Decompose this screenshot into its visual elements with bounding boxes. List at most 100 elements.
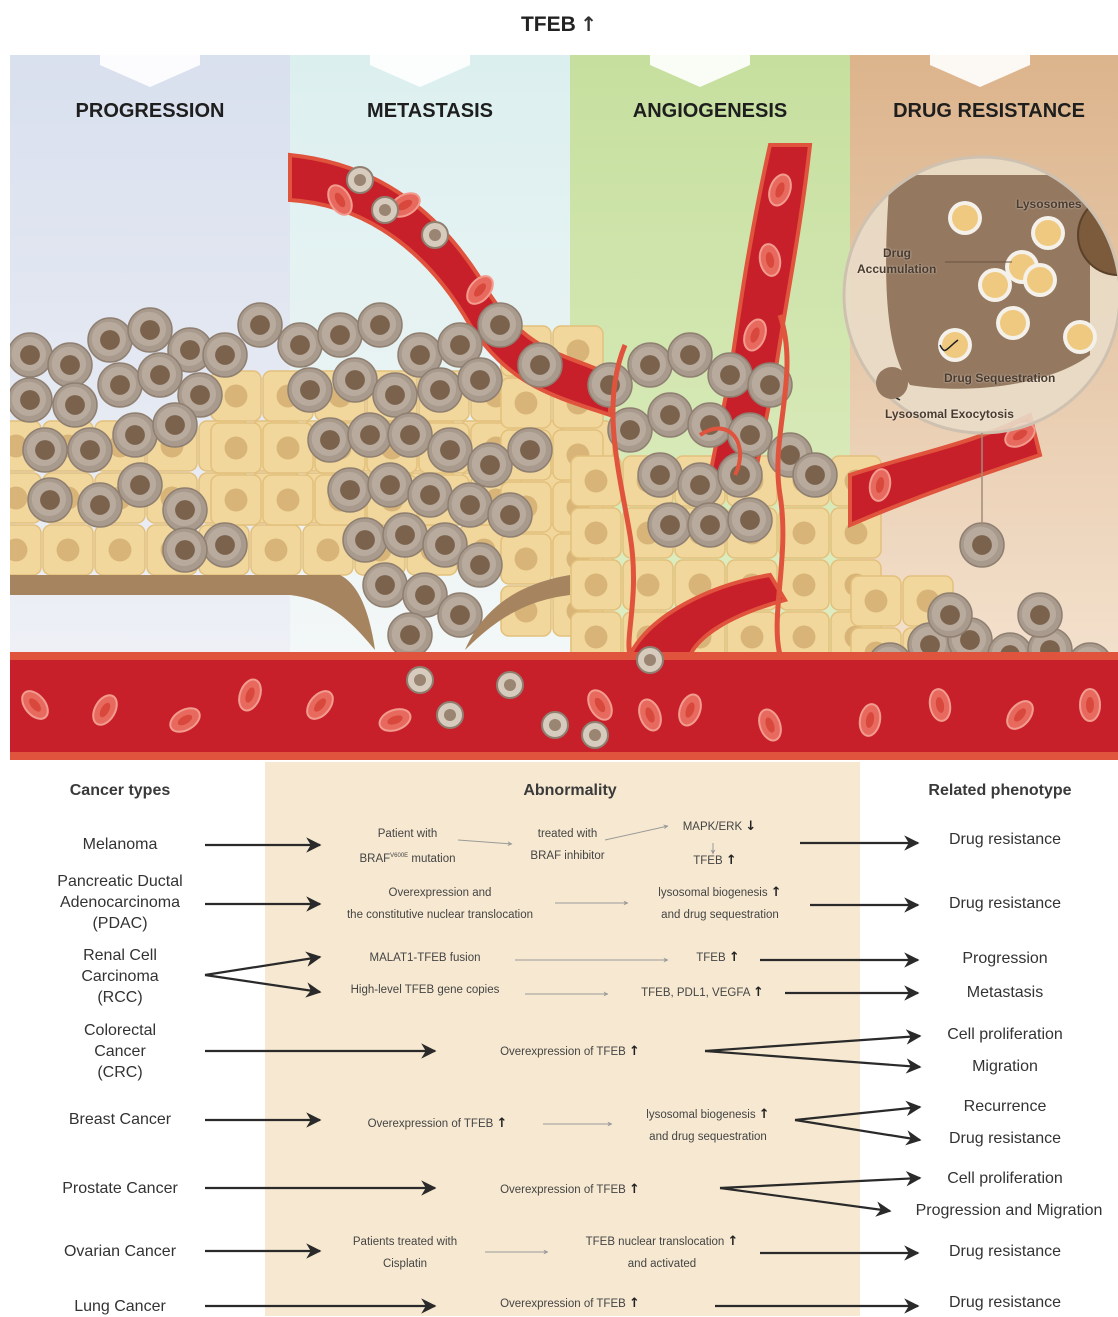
tumor-cell [458, 358, 502, 402]
tumor-cell [288, 368, 332, 412]
cancer-breast: Breast Cancer [20, 1109, 220, 1130]
tumor-cell [10, 378, 52, 422]
tumor-cell [68, 428, 112, 472]
tumor-cell [308, 418, 352, 462]
up-arrow-icon: ↑ [629, 1182, 640, 1197]
tumor-cell [98, 363, 142, 407]
abnormality-line: lysosomal biogenesis ↑ [628, 1104, 788, 1126]
circulating-tumor-cell [637, 647, 663, 673]
tumor-cell [468, 443, 512, 487]
up-arrow-icon: ↑ [629, 1296, 640, 1311]
up-arrow-icon: ↑ [726, 853, 737, 868]
lysosome [948, 201, 982, 235]
tumor-cell [418, 368, 462, 412]
cancer-line: Renal Cell [20, 945, 220, 966]
tumor-cell [278, 323, 322, 367]
abnormality-line: the constitutive nuclear translocation [325, 904, 555, 926]
up-arrow-icon: ↑ [729, 950, 740, 965]
normal-cell [571, 508, 621, 558]
circulating-tumor-cell [422, 222, 448, 248]
tumor-cell [488, 493, 532, 537]
abnormality-line: Overexpression and [325, 882, 555, 904]
tumor-cell [53, 383, 97, 427]
circulating-tumor-cell [372, 197, 398, 223]
tumor-cell [23, 428, 67, 472]
panel-title-progression: PROGRESSION [10, 100, 290, 123]
abnormality-text: TFEB nuclear translocation ↑ and activat… [562, 1231, 762, 1275]
cancer-prostate: Prostate Cancer [20, 1178, 220, 1199]
lysosome [938, 328, 972, 362]
normal-cell [211, 475, 261, 525]
phenotype-label: Drug resistance [925, 1243, 1085, 1261]
abnormality-text: lysosomal biogenesis ↑ and drug sequestr… [628, 1104, 788, 1148]
cancer-line: (RCC) [20, 987, 220, 1008]
abnormality-text: Overexpression of TFEB ↑ [480, 1179, 660, 1201]
tumor-cell [203, 333, 247, 377]
abnormality-line: BRAF inhibitor [515, 845, 620, 867]
cancer-line: Adenocarcinoma [20, 892, 220, 913]
tumor-cell [163, 528, 207, 572]
tumor-cell [328, 468, 372, 512]
abnormality-line: lysosomal biogenesis ↑ [640, 882, 800, 904]
abnormality-text: Patient with BRAFV600E mutation [340, 823, 475, 870]
circulating-tumor-cell [437, 702, 463, 728]
up-arrow-icon: ↑ [759, 1107, 770, 1122]
panel-title-drug-resistance: DRUG RESISTANCE [848, 100, 1118, 123]
diagram-title: TFEB ↑ [0, 12, 1118, 37]
tumor-cell [728, 498, 772, 542]
abnormality-line: Cisplatin [330, 1253, 480, 1275]
normal-cell [211, 423, 261, 473]
phenotype-label: Cell proliferation [925, 1026, 1085, 1044]
abnormality-text: treated with BRAF inhibitor [515, 823, 620, 867]
circulating-tumor-cell [347, 167, 373, 193]
tumor-cell [478, 303, 522, 347]
tumor-cell [138, 353, 182, 397]
lysosome [1063, 320, 1097, 354]
normal-cell [10, 525, 41, 575]
cancer-line: (CRC) [20, 1062, 220, 1083]
up-arrow-icon: ↑ [497, 1116, 508, 1131]
abnormality-text: lysosomal biogenesis ↑ and drug sequestr… [640, 882, 800, 926]
abnormality-line: Patients treated with [330, 1231, 480, 1253]
phenotype-label: Drug resistance [925, 1130, 1085, 1148]
cancer-line: (PDAC) [20, 913, 220, 934]
circulating-tumor-cell [407, 667, 433, 693]
tumor-cell [318, 313, 362, 357]
tumor-cell [48, 343, 92, 387]
normal-cell [779, 508, 829, 558]
tumor-cell [793, 453, 837, 497]
tumor-cell [408, 473, 452, 517]
phenotype-label: Progression [925, 950, 1085, 968]
tumor-cell [358, 303, 402, 347]
phenotype-label: Cell proliferation [925, 1170, 1085, 1188]
tumor-cell [688, 503, 732, 547]
cancer-rcc: Renal Cell Carcinoma (RCC) [20, 945, 220, 1008]
tumor-cell [78, 483, 122, 527]
phenotype-label: Drug resistance [925, 831, 1085, 849]
main-blood-vessel [10, 652, 1118, 760]
arrow-icon [795, 1120, 920, 1140]
arrow-icon [705, 1036, 920, 1051]
tumor-cell [628, 343, 672, 387]
lysosome [1023, 263, 1057, 297]
tumor-cell [238, 303, 282, 347]
cancer-lung: Lung Cancer [20, 1296, 220, 1317]
cancer-ovarian: Ovarian Cancer [20, 1241, 220, 1262]
tumor-cell [383, 513, 427, 557]
phenotype-label: Recurrence [925, 1098, 1085, 1116]
lysosome [978, 268, 1012, 302]
arrow-icon [795, 1107, 920, 1120]
lysosome [1031, 216, 1065, 250]
tumor-cell [960, 523, 1004, 567]
abnormality-text: Patients treated with Cisplatin [330, 1231, 480, 1275]
tumor-cell [648, 393, 692, 437]
arrow-icon [705, 1051, 920, 1067]
circulating-tumor-cell [582, 722, 608, 748]
cancer-pdac: Pancreatic Ductal Adenocarcinoma (PDAC) [20, 871, 220, 934]
abnormality-line: treated with [515, 823, 620, 845]
tumor-cell [928, 593, 972, 637]
tumor-cell [203, 523, 247, 567]
drug-sequestration-label: Drug Sequestration [944, 371, 1055, 385]
phenotype-label: Migration [925, 1058, 1085, 1076]
cancer-line: Cancer [20, 1041, 220, 1062]
